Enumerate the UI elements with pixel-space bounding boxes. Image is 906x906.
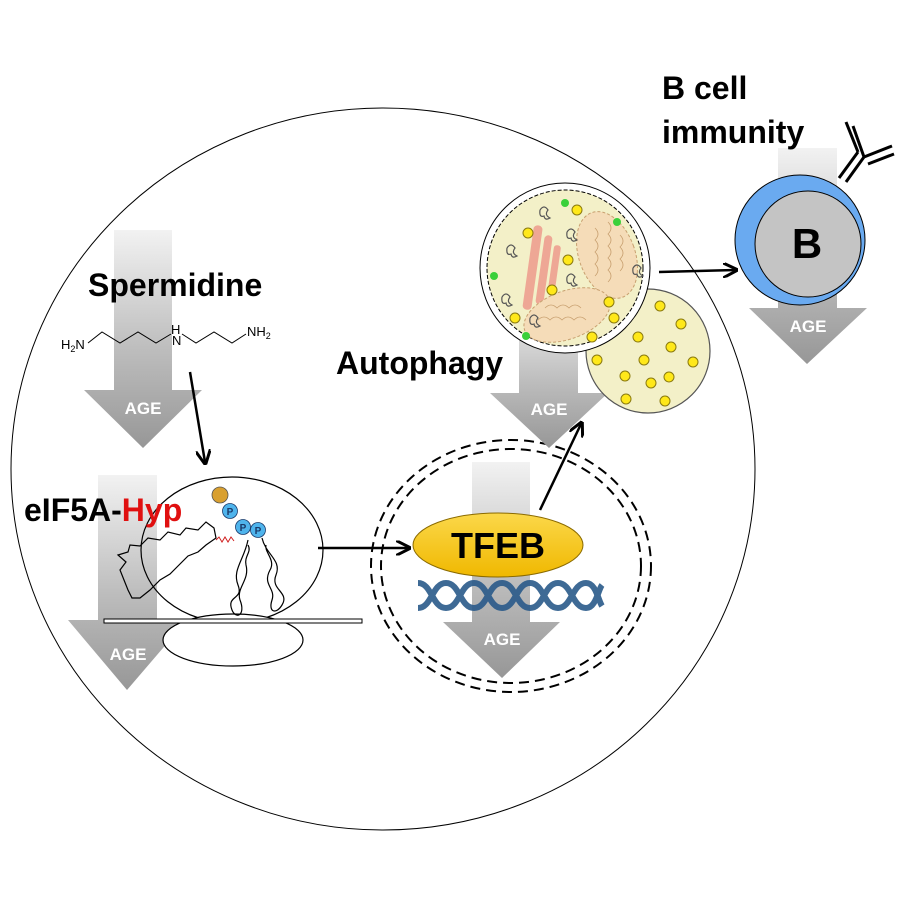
age-arrow-spermidine: AGE <box>84 230 202 448</box>
nucleus-inner-membrane <box>380 448 642 684</box>
phospho-bead-2 <box>235 519 251 535</box>
b-cell-nucleus <box>754 190 862 298</box>
phospho-label: P <box>227 507 234 518</box>
nucleus-outer-membrane <box>370 439 652 693</box>
b-cell: B <box>734 121 895 306</box>
arrow-autophagy-to-b-cell <box>658 270 735 272</box>
hypusine-residue <box>215 536 235 543</box>
tfeb-node <box>412 512 584 578</box>
phospho-label: P <box>255 526 262 537</box>
age-label: AGE <box>484 630 521 649</box>
amine-center-h: H <box>171 322 180 337</box>
autolysosome <box>479 182 711 414</box>
amine-left: H2N <box>61 337 85 354</box>
b-cell-letter: B <box>792 220 822 267</box>
cell-membrane <box>10 107 756 831</box>
eif5a-hyp-label: eIF5A-Hyp <box>24 492 182 528</box>
amine-center-n: N <box>172 333 181 348</box>
lc3-markers <box>490 199 621 340</box>
spermidine-label: Spermidine <box>88 267 262 303</box>
spermidine-structure <box>87 331 247 344</box>
mrna-strand <box>103 618 363 624</box>
age-label: AGE <box>790 317 827 336</box>
b-cell-immunity-label-line2: immunity <box>662 114 804 150</box>
nascent-peptide-1 <box>230 539 250 616</box>
age-label: AGE <box>125 399 162 418</box>
nascent-peptide-2 <box>261 537 285 612</box>
hypusine-bead <box>211 486 229 504</box>
age-label: AGE <box>531 400 568 419</box>
autophagy-label: Autophagy <box>336 345 503 381</box>
arrow-tfeb-to-autophagy <box>538 424 581 511</box>
antibody-icon <box>837 121 895 183</box>
age-label: AGE <box>110 645 147 664</box>
mitochondrion <box>576 211 638 299</box>
b-cell-immunity-label-line1: B cell <box>662 70 747 106</box>
protein-aggregates <box>501 206 645 328</box>
lysosomal-vesicles <box>509 204 699 407</box>
eif5a-protein <box>116 521 217 599</box>
amine-right: NH2 <box>247 324 271 341</box>
dna-helix <box>417 579 605 612</box>
phospho-label: P <box>240 523 247 534</box>
arrow-spermidine-to-eif5a <box>188 371 205 462</box>
tfeb-label: TFEB <box>451 525 545 566</box>
phospho-bead-3 <box>250 522 266 538</box>
phospho-bead-1 <box>222 503 238 519</box>
ribosome: P P P <box>103 476 363 667</box>
age-arrow-eif5a: AGE <box>68 475 187 690</box>
endoplasmic-reticulum <box>522 225 561 310</box>
ribosome-small-subunit <box>162 613 304 667</box>
